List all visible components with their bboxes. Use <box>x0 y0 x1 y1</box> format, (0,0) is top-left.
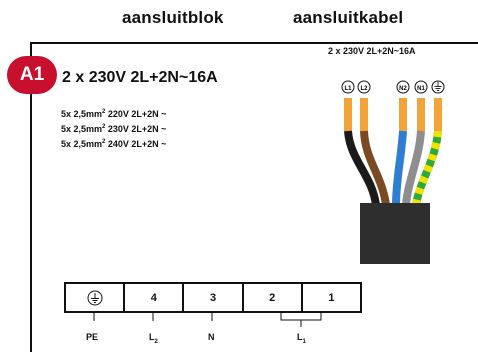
label-l2-base: L <box>149 332 155 342</box>
wire-n1 <box>402 130 425 206</box>
terminal-drop-lines <box>93 313 213 321</box>
cable-spec-230v: 5x 2,5mm2 230V 2L+2N ~ <box>61 124 166 134</box>
spec-suffix: 240V 2L+2N ~ <box>105 139 167 149</box>
cable-sheath <box>360 203 430 264</box>
wire-l2 <box>360 130 390 206</box>
ferrule-l1 <box>344 98 352 131</box>
spec-suffix: 220V 2L+2N ~ <box>105 109 167 119</box>
variant-badge: A1 <box>7 56 57 94</box>
cable-spec-240v: 5x 2,5mm2 240V 2L+2N ~ <box>61 139 166 149</box>
conductor-wires <box>344 130 442 206</box>
wire-l1 <box>344 130 380 206</box>
ferrule-n1 <box>417 98 425 131</box>
l1-bridge <box>280 313 322 327</box>
spec-sup: 2 <box>102 124 106 130</box>
label-l1-circle <box>341 80 355 94</box>
wire-n2 <box>392 130 407 206</box>
label-l2-circle <box>357 80 371 94</box>
spec-sup: 2 <box>102 109 106 115</box>
terminal-4[interactable]: 4 <box>125 284 185 311</box>
label-n1: N1 <box>417 86 425 92</box>
terminal-1[interactable]: 1 <box>328 291 335 304</box>
label-l1-sub: 1 <box>302 338 306 345</box>
header-aansluitkabel: aansluitkabel <box>293 8 404 27</box>
label-pe: PE <box>86 332 99 342</box>
cable-spec-220v: 5x 2,5mm2 220V 2L+2N ~ <box>61 109 166 119</box>
label-n2: N2 <box>399 86 407 92</box>
label-l2-sub: 2 <box>154 338 158 345</box>
label-l2: L2 <box>149 332 158 345</box>
frame-left-line <box>30 42 32 352</box>
ground-icon <box>87 290 103 305</box>
spec-prefix: 5x 2,5mm <box>61 124 103 134</box>
label-n1-circle <box>414 80 428 94</box>
header-aansluitblok: aansluitblok <box>122 8 224 27</box>
frame-top-line <box>30 42 478 44</box>
ground-icon <box>431 80 445 94</box>
label-l2: L2 <box>360 86 368 92</box>
ferrule-l2 <box>360 98 368 131</box>
terminal-3[interactable]: 3 <box>184 284 244 311</box>
cable-rating: 2 x 230V 2L+2N~16A <box>328 46 416 56</box>
ferrules <box>344 98 442 131</box>
spec-suffix: 230V 2L+2N ~ <box>105 124 167 134</box>
label-l1: L1 <box>297 332 306 345</box>
conductor-labels: L1 L2 N2 N1 <box>341 80 445 94</box>
terminal-block: 4 3 2 1 <box>64 282 362 313</box>
label-n2-circle <box>396 80 410 94</box>
spec-prefix: 5x 2,5mm <box>61 139 103 149</box>
label-l1: L1 <box>344 86 352 92</box>
terminal-2[interactable]: 2 <box>244 284 303 311</box>
connection-title: 2 x 230V 2L+2N~16A <box>62 69 218 86</box>
terminal-pe[interactable] <box>66 284 126 311</box>
label-n: N <box>208 332 215 342</box>
ferrule-n2 <box>399 98 407 131</box>
label-l1-base: L <box>297 332 303 342</box>
wire-pe-stripe <box>412 130 442 206</box>
spec-prefix: 5x 2,5mm <box>61 109 103 119</box>
ferrule-pe <box>434 98 442 131</box>
spec-sup: 2 <box>102 139 106 145</box>
